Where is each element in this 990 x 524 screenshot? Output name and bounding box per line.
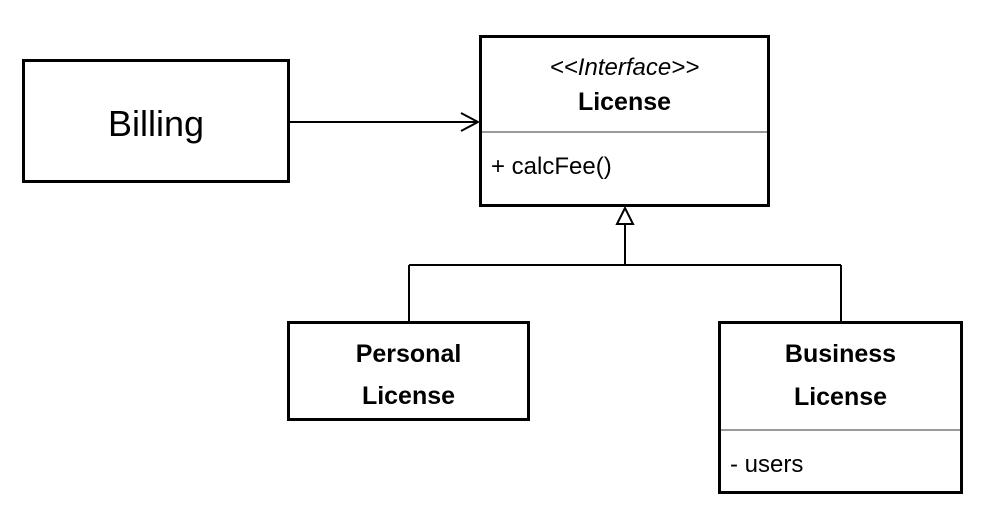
dependency-arrowhead xyxy=(460,112,481,132)
inheritance-arrowhead xyxy=(615,205,635,225)
business-license-name-line2: License xyxy=(793,383,888,411)
license-interface-name: License xyxy=(577,88,672,116)
license-compartment-divider xyxy=(482,131,767,133)
personal-license-name-line2: License xyxy=(361,382,456,410)
business-license-class: Business License - users xyxy=(718,321,963,494)
business-license-compartment-divider xyxy=(721,429,960,431)
billing-class-name: Billing xyxy=(107,103,205,144)
personal-license-class: Personal License xyxy=(287,321,530,421)
interface-stereotype: <<Interface>> xyxy=(549,54,700,81)
license-interface: <<Interface>> License + calcFee() xyxy=(479,35,770,207)
users-attribute: - users xyxy=(730,451,804,478)
billing-class: Billing xyxy=(22,59,290,183)
calc-fee-operation: + calcFee() xyxy=(491,153,612,180)
personal-license-name-line1: Personal xyxy=(355,340,462,368)
business-license-name-line1: Business xyxy=(784,340,897,368)
